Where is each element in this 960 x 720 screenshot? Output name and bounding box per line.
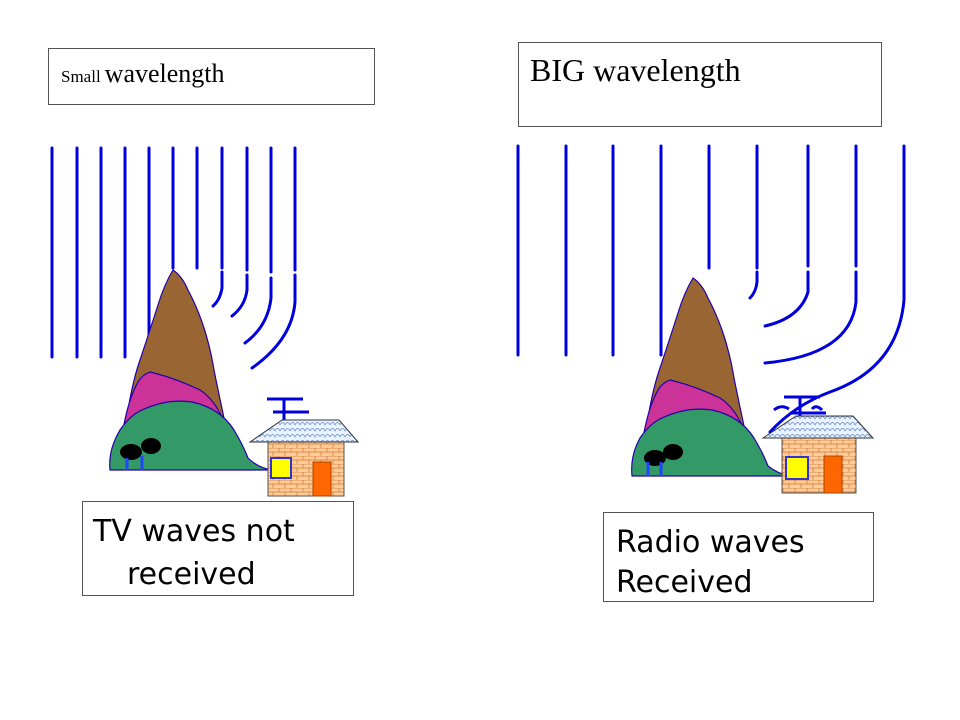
right-house-icon	[761, 415, 875, 494]
right-wave-7	[763, 144, 810, 328]
big-wavelength-title: BIG wavelength	[530, 52, 741, 88]
radio-caption-box: Radio waves Received	[603, 512, 874, 602]
tv-caption-box: TV waves not received	[82, 501, 354, 596]
tv-caption-line1: TV waves not	[93, 514, 295, 549]
left-wave-11	[250, 146, 297, 370]
left-mountain-icon	[109, 269, 273, 471]
left-wave-9	[230, 146, 249, 318]
left-wave-8	[211, 146, 224, 308]
left-tree-icon	[120, 438, 161, 470]
right-wave-fragments	[773, 405, 824, 412]
right-wave-6	[748, 144, 759, 300]
right-wave-8	[763, 144, 858, 365]
wavelength-word: wavelength	[104, 59, 225, 88]
left-house-icon	[248, 419, 360, 497]
small-wavelength-title: Small wavelength	[61, 59, 225, 89]
right-waves	[516, 144, 906, 434]
right-wave-9	[768, 144, 906, 434]
tv-caption-line2: received	[127, 557, 256, 592]
big-wavelength-label-box: BIG wavelength	[518, 42, 882, 127]
right-tree-icon	[644, 444, 683, 476]
right-mountain-icon	[631, 277, 791, 477]
radio-caption-line2: Received	[616, 565, 753, 600]
left-waves	[50, 146, 297, 370]
left-wave-10	[243, 146, 273, 345]
radio-caption-line1: Radio waves	[616, 525, 805, 560]
small-wavelength-label-box: Small wavelength	[48, 48, 375, 105]
small-word: Small	[61, 67, 101, 86]
